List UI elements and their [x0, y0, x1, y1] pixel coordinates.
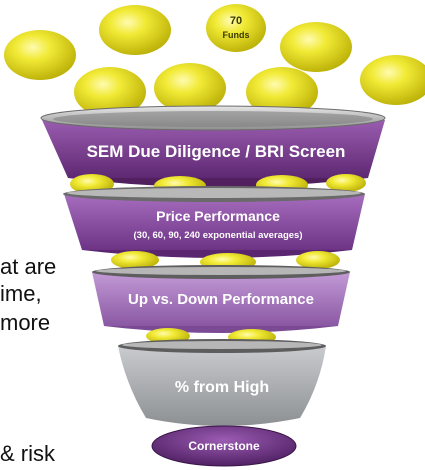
stage-title: Up vs. Down Performance	[128, 291, 314, 308]
cornerstone-label: Cornerstone	[188, 439, 260, 453]
stage-title: % from High	[175, 379, 269, 396]
coin-icon	[4, 30, 76, 80]
side-text-line-4: & risk	[0, 441, 55, 466]
stage-title: Price Performance	[156, 208, 280, 224]
coin-icon	[74, 67, 146, 117]
badge-unit: Funds	[223, 30, 250, 40]
funnel-stage-3: Up vs. Down Performance	[92, 265, 350, 333]
coin-icon	[154, 63, 226, 113]
coins-top: 70 Funds	[4, 4, 425, 117]
funnel-stage-4: % from High	[118, 339, 326, 426]
stage-subtitle: (30, 60, 90, 240 exponential averages)	[134, 230, 303, 241]
coin-icon	[280, 22, 352, 72]
cornerstone-pill: Cornerstone	[151, 425, 297, 467]
side-text-line-1: at are	[0, 254, 57, 279]
funnel-stage-2: Price Performance (30, 60, 90, 240 expon…	[63, 186, 365, 258]
side-text-line-3: more	[0, 310, 51, 335]
coin-icon	[360, 55, 425, 105]
stage-title: SEM Due Diligence / BRI Screen	[87, 142, 346, 161]
coin-icon	[246, 67, 318, 117]
side-text-line-2: ime,	[0, 281, 42, 306]
badge-count: 70	[230, 15, 242, 27]
coin-icon	[99, 5, 171, 55]
coin-badge	[206, 4, 266, 52]
